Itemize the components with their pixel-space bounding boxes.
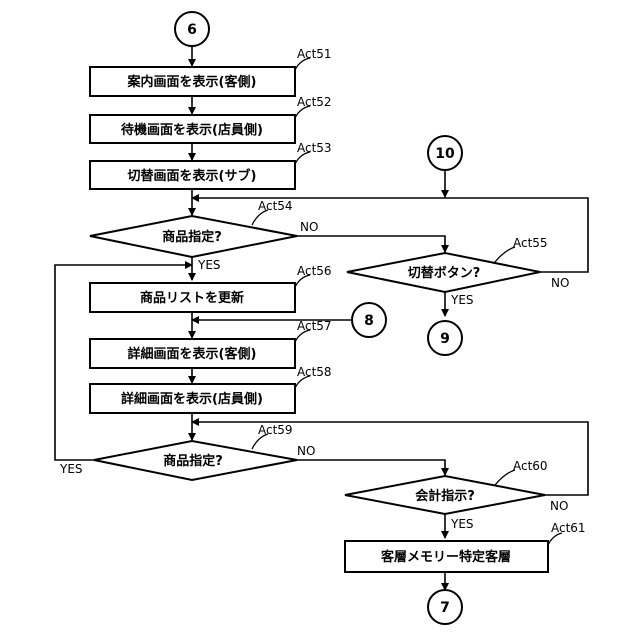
act-label-55: Act55 — [513, 236, 548, 250]
connector-6: 6 — [175, 12, 209, 46]
svg-text:客層メモリー特定客層: 客層メモリー特定客層 — [381, 549, 511, 565]
step-act53: 切替画面を表示(サブ) — [90, 161, 295, 189]
decision-act55: 切替ボタン? — [347, 253, 540, 292]
act60-no-label: NO — [550, 499, 568, 513]
step-act52: 待機画面を表示(店員側) — [90, 115, 295, 143]
connector-7: 7 — [428, 590, 462, 624]
act-label-54: Act54 — [258, 199, 293, 213]
act-label-58: Act58 — [297, 365, 332, 379]
act59-no-label: NO — [297, 444, 315, 458]
step-act57: 詳細画面を表示(客側) — [90, 339, 295, 368]
connector-10: 10 — [428, 136, 462, 170]
svg-text:詳細画面を表示(店員側): 詳細画面を表示(店員側) — [121, 391, 263, 407]
svg-text:切替画面を表示(サブ): 切替画面を表示(サブ) — [128, 168, 257, 184]
decision-act54: 商品指定? — [90, 216, 297, 257]
svg-text:詳細画面を表示(客側): 詳細画面を表示(客側) — [128, 346, 257, 362]
svg-text:会計指示?: 会計指示? — [415, 488, 475, 504]
act59-yes-label: YES — [59, 462, 83, 476]
svg-text:6: 6 — [187, 22, 197, 38]
svg-text:案内画面を表示(客側): 案内画面を表示(客側) — [127, 74, 257, 90]
step-act51: 案内画面を表示(客側) — [90, 67, 295, 96]
act-label-52: Act52 — [297, 95, 332, 109]
step-act61: 客層メモリー特定客層 — [345, 541, 548, 572]
act60-yes-label: YES — [450, 517, 474, 531]
act-label-61: Act61 — [551, 521, 586, 535]
svg-text:商品リストを更新: 商品リストを更新 — [140, 290, 244, 306]
act-label-59: Act59 — [258, 423, 293, 437]
act-label-56: Act56 — [297, 264, 332, 278]
act-label-51: Act51 — [297, 47, 332, 61]
act55-yes-label: YES — [450, 293, 474, 307]
act-label-60: Act60 — [513, 459, 548, 473]
decision-act60: 会計指示? — [345, 476, 545, 514]
svg-text:8: 8 — [364, 313, 374, 329]
act-label-53: Act53 — [297, 141, 332, 155]
svg-text:待機画面を表示(店員側): 待機画面を表示(店員側) — [120, 122, 263, 138]
connector-9: 9 — [428, 321, 462, 355]
svg-text:10: 10 — [435, 146, 455, 162]
act54-yes-label: YES — [197, 258, 221, 272]
act-label-57: Act57 — [297, 319, 332, 333]
decision-act59: 商品指定? — [94, 441, 297, 480]
svg-text:7: 7 — [440, 600, 450, 616]
step-act58: 詳細画面を表示(店員側) — [90, 384, 295, 413]
svg-text:9: 9 — [440, 331, 450, 347]
step-act56: 商品リストを更新 — [90, 283, 295, 312]
svg-text:商品指定?: 商品指定? — [162, 229, 222, 245]
act54-no-label: NO — [300, 220, 318, 234]
svg-text:切替ボタン?: 切替ボタン? — [408, 265, 481, 281]
svg-text:商品指定?: 商品指定? — [163, 453, 223, 469]
act55-no-label: NO — [551, 276, 569, 290]
act-labels: Act51 Act52 Act53 Act54 Act55 Act56 Act5… — [258, 47, 586, 535]
connector-8: 8 — [352, 303, 386, 337]
